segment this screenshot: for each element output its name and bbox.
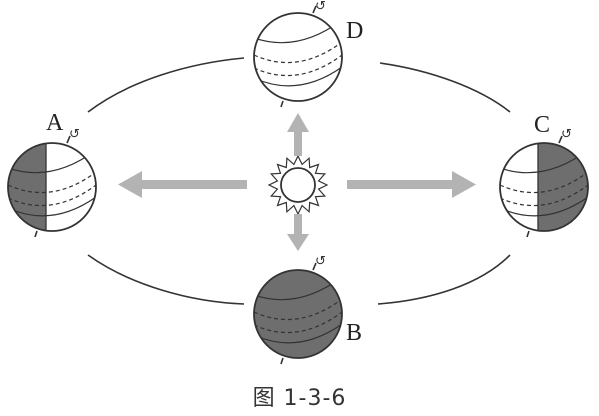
earth-globe-a: ↺ [7, 127, 97, 238]
rotation-arrow-icon: ↺ [315, 254, 326, 269]
rotation-arrow-icon: ↺ [561, 127, 572, 142]
sunlight-arrow-down [287, 214, 309, 251]
orbit-path [87, 57, 511, 305]
sunlight-arrow-right [347, 171, 476, 198]
sunlight-arrow-left [118, 171, 247, 198]
sun-icon [267, 154, 329, 216]
label-a: A [46, 110, 64, 136]
earth-globe-d: ↺ [253, 0, 343, 108]
label-c: C [534, 112, 550, 138]
label-b: B [346, 320, 362, 346]
label-d: D [346, 18, 363, 44]
figure-caption: 图 1-3-6 [252, 386, 347, 411]
sunlight-arrow-up [287, 113, 309, 156]
rotation-arrow-icon: ↺ [315, 0, 326, 14]
earth-globe-b: ↺ [253, 254, 343, 365]
sunlight-arrows [118, 113, 476, 251]
rotation-arrow-icon: ↺ [69, 127, 80, 142]
earth-globe-c: ↺ [499, 127, 589, 238]
